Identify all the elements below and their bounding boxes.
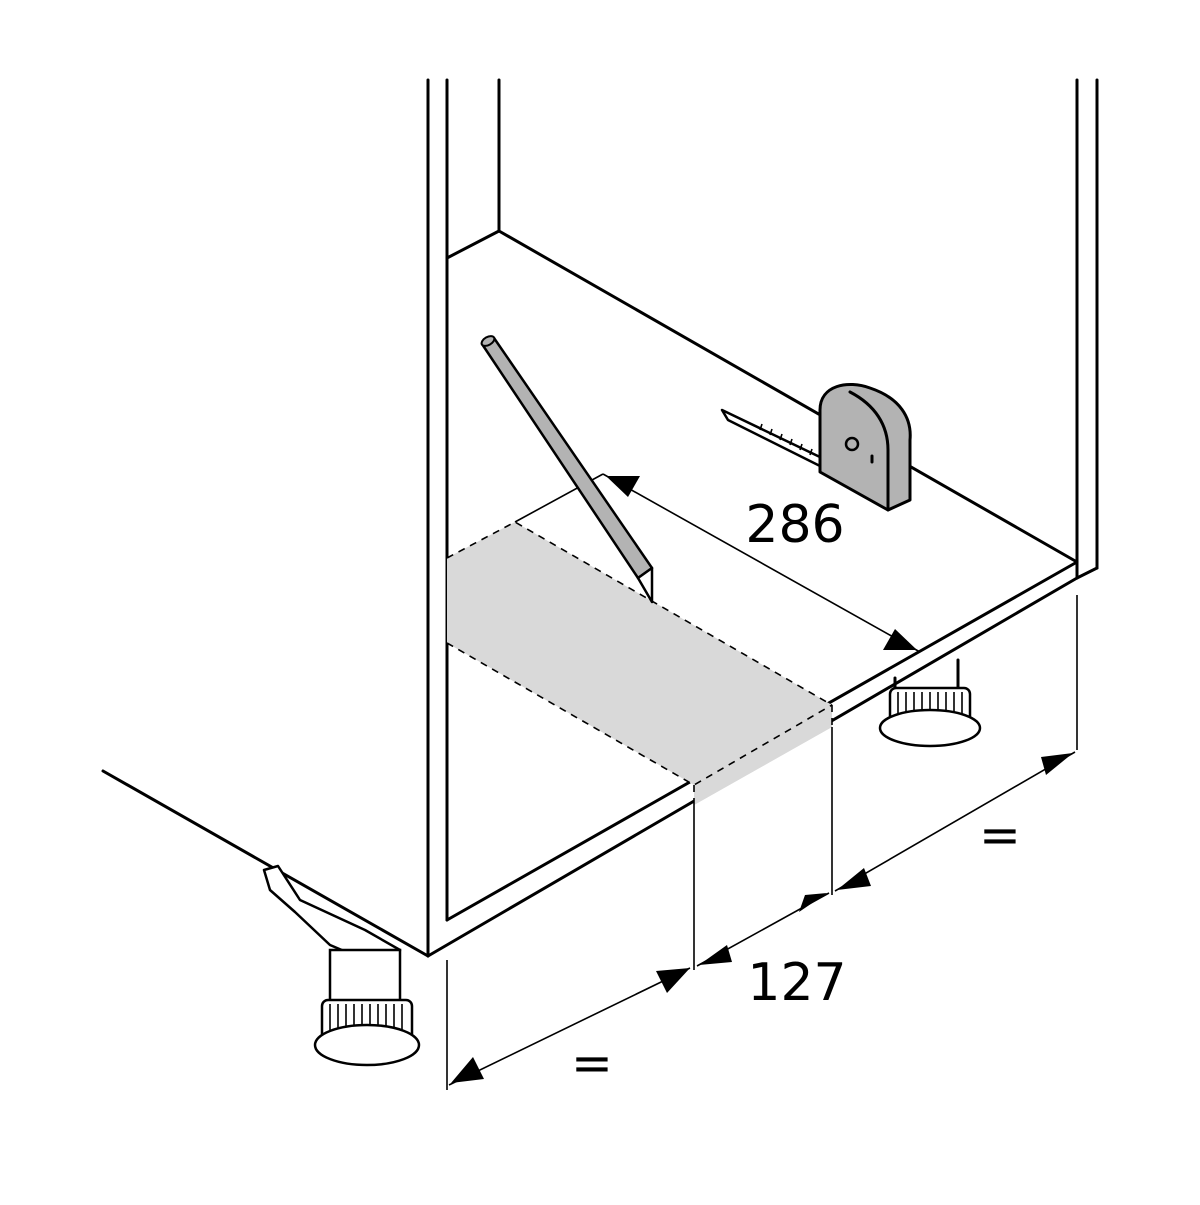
depth-dimension: 286 xyxy=(602,473,921,653)
width-dimensions: = 127 = xyxy=(446,595,1078,1092)
cabinet-carcass xyxy=(445,78,1099,922)
tape-measure-icon xyxy=(720,383,912,512)
side-panel xyxy=(101,78,1079,958)
pencil-icon xyxy=(480,335,654,604)
width-value-label: 127 xyxy=(747,953,846,1013)
depth-value-label: 286 xyxy=(745,495,844,555)
leveling-foot-icon xyxy=(878,658,982,748)
leveling-foot-icon xyxy=(262,864,421,1067)
marked-cutout-area xyxy=(446,473,833,805)
equal-left-label: = xyxy=(571,1034,613,1092)
equal-right-label: = xyxy=(979,806,1021,864)
